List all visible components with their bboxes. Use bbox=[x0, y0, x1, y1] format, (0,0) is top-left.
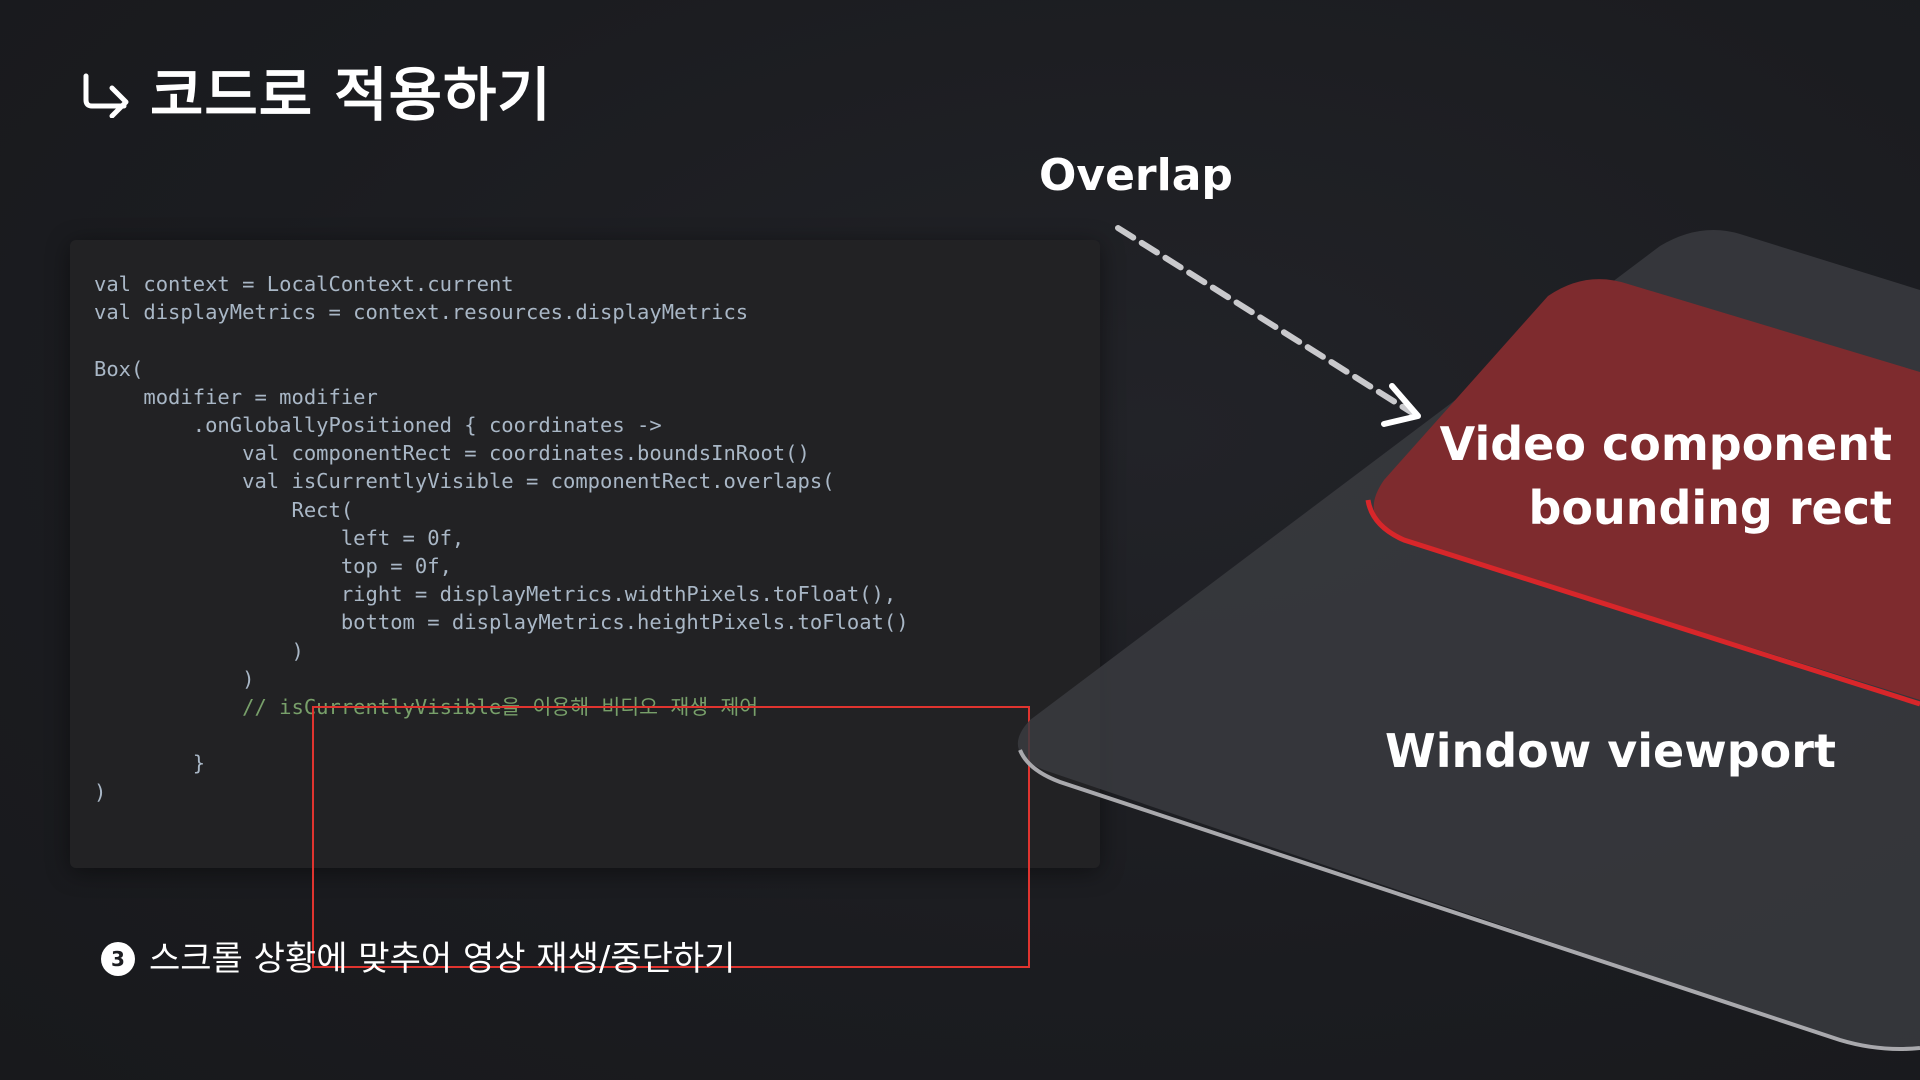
code-line-15: ) bbox=[94, 666, 255, 691]
slide-title: 코드로 적용하기 bbox=[150, 61, 552, 129]
step-number-badge: 3 bbox=[101, 942, 135, 976]
code-line-7: val componentRect = coordinates.boundsIn… bbox=[94, 441, 810, 466]
overlap-dashed-arrow bbox=[1115, 225, 1417, 417]
slide-title-row: 코드로 적용하기 bbox=[80, 66, 552, 124]
viewport-label: Window viewport bbox=[1385, 724, 1836, 778]
code-line-5: modifier = modifier bbox=[94, 384, 378, 409]
overlap-label: Overlap bbox=[1039, 150, 1233, 201]
window-viewport-shape bbox=[1017, 230, 1920, 1049]
code-line-2: val displayMetrics = context.resources.d… bbox=[94, 300, 749, 325]
code-panel: val context = LocalContext.current val d… bbox=[70, 240, 1100, 968]
slide-footnote: 3 스크롤 상황에 맞추어 영상 재생/중단하기 bbox=[101, 942, 735, 976]
code-line-6: .onGloballyPositioned { coordinates -> bbox=[94, 413, 662, 438]
code-line-9: Rect( bbox=[94, 497, 354, 522]
video-rect-label: Video component bounding rect bbox=[1440, 412, 1892, 540]
code-line-1: val context = LocalContext.current bbox=[94, 272, 514, 296]
code-line-12: right = displayMetrics.widthPixels.toFlo… bbox=[94, 582, 897, 607]
code-line-4: Box( bbox=[94, 356, 144, 381]
code-line-11: top = 0f, bbox=[94, 554, 452, 579]
code-block: val context = LocalContext.current val d… bbox=[94, 270, 909, 806]
arrow-turn-right-icon bbox=[80, 72, 132, 118]
window-viewport-edge bbox=[1018, 749, 1920, 1051]
code-line-8: val isCurrentlyVisible = componentRect.o… bbox=[94, 469, 835, 494]
arrowhead-icon bbox=[1381, 383, 1421, 427]
code-line-10: left = 0f, bbox=[94, 525, 465, 550]
code-line-19: ) bbox=[94, 779, 107, 804]
code-line-18: } bbox=[94, 751, 206, 776]
code-line-16-comment: // isCurrentlyVisible을 이용해 비디오 재생 제어 bbox=[94, 695, 759, 720]
code-line-13: bottom = displayMetrics.heightPixels.toF… bbox=[94, 610, 909, 635]
code-line-14: ) bbox=[94, 638, 304, 663]
video-rect-label-line-2: bounding rect bbox=[1528, 481, 1892, 535]
footnote-text: 스크롤 상황에 맞추어 영상 재생/중단하기 bbox=[149, 939, 736, 979]
video-rect-label-line-1: Video component bbox=[1439, 417, 1892, 471]
